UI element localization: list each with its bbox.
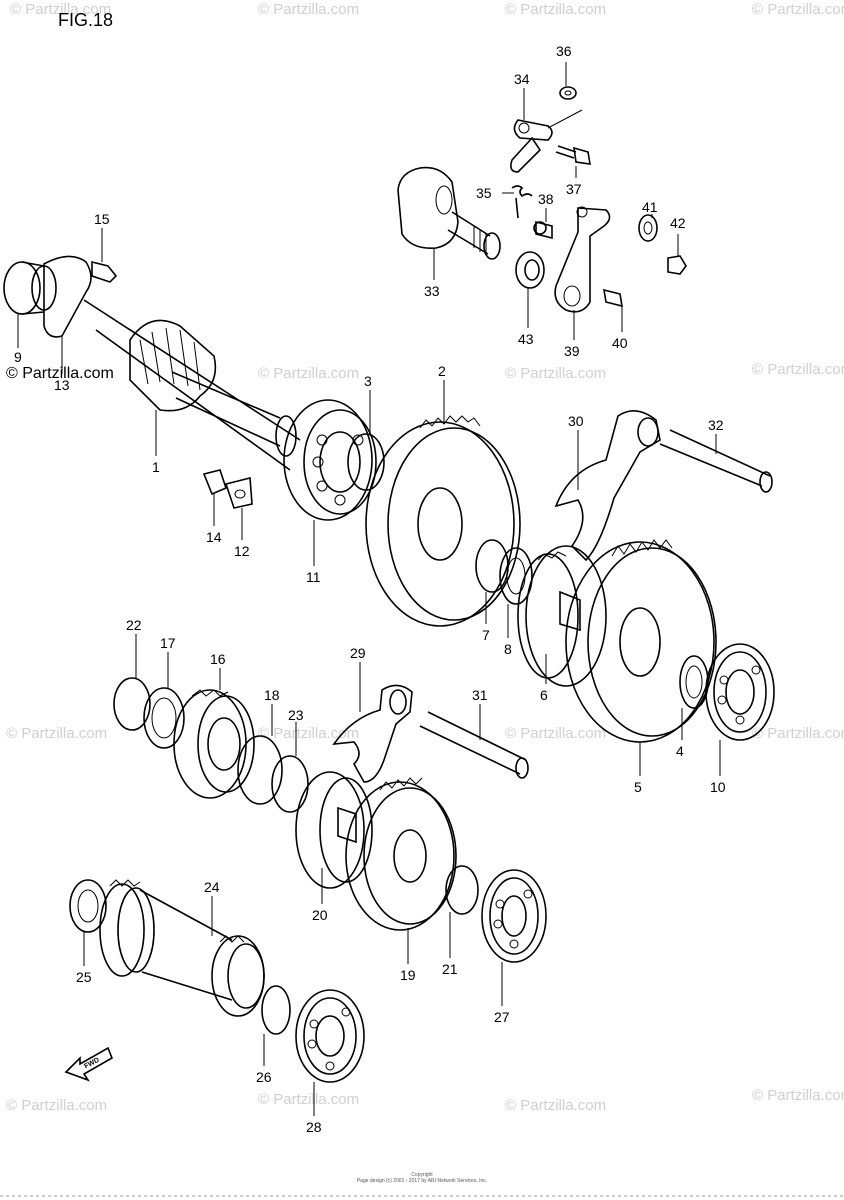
ring-21 [445, 865, 479, 915]
shaft-1 [3, 255, 301, 471]
callout-16: 16 [210, 651, 226, 667]
watermark: © Partzilla.com [752, 361, 844, 378]
bushing-17 [143, 687, 185, 749]
watermarks: © Partzilla.com © Partzilla.com © Partzi… [6, 1, 844, 1114]
fork-shaft-31 [419, 711, 529, 779]
gear-6 [517, 545, 607, 687]
bolt-14-plate-12 [202, 469, 253, 509]
watermark: © Partzilla.com [6, 725, 107, 742]
figure-title: FIG.18 [58, 10, 113, 30]
callout-3: 3 [364, 373, 372, 389]
watermark: © Partzilla.com [505, 1, 606, 18]
bearing-28 [295, 989, 365, 1083]
callout-33: 33 [424, 283, 440, 299]
watermark: © Partzilla.com [752, 1, 844, 18]
callout-14: 14 [206, 529, 222, 545]
collar-3 [347, 433, 385, 491]
shift-fork-29 [332, 684, 413, 783]
callout-38: 38 [538, 191, 554, 207]
callout-25: 25 [76, 969, 92, 985]
callout-42: 42 [670, 215, 686, 231]
callout-4: 4 [676, 743, 684, 759]
shift-fork-30 [554, 410, 661, 562]
callout-40: 40 [612, 335, 628, 351]
callout-22: 22 [126, 617, 142, 633]
callout-13: 13 [54, 377, 70, 393]
callout-19: 19 [400, 967, 416, 983]
callout-37: 37 [566, 181, 582, 197]
callout-23: 23 [288, 707, 304, 723]
watermark: © Partzilla.com [258, 1091, 359, 1108]
circlip-23 [271, 755, 309, 813]
watermark: © Partzilla.com [258, 365, 359, 382]
callout-21: 21 [442, 961, 458, 977]
callout-29: 29 [350, 645, 366, 661]
ring-22 [113, 677, 151, 731]
callout-30: 30 [568, 413, 584, 429]
washer-25 [69, 879, 107, 933]
callout-27: 27 [494, 1009, 510, 1025]
gear-19 [345, 777, 457, 931]
bearing-27 [481, 869, 547, 963]
callout-20: 20 [312, 907, 328, 923]
callout-32: 32 [708, 417, 724, 433]
callout-10: 10 [710, 779, 726, 795]
gearshift-shaft-assembly [91, 86, 687, 313]
shaft-24 [99, 879, 265, 1017]
copyright: Copyright [411, 1172, 433, 1178]
callout-6: 6 [540, 687, 548, 703]
callout-9: 9 [14, 349, 22, 365]
washer-4 [679, 655, 709, 709]
callout-17: 17 [160, 635, 176, 651]
watermark: © Partzilla.com [752, 1087, 844, 1104]
watermark: © Partzilla.com [10, 1, 111, 18]
callout-43: 43 [518, 331, 534, 347]
part-numbers: 1 2 3 4 5 6 7 8 9 10 11 12 13 14 15 16 1… [14, 43, 726, 1135]
gear-16 [173, 689, 255, 799]
callout-1: 1 [152, 459, 160, 475]
gear-2 [365, 415, 521, 627]
callout-24: 24 [204, 879, 220, 895]
watermark: © Partzilla.com [258, 725, 359, 742]
callout-2: 2 [438, 363, 446, 379]
callout-5: 5 [634, 779, 642, 795]
watermark: © Partzilla.com [6, 1097, 107, 1114]
callout-15: 15 [94, 211, 110, 227]
washer-18 [237, 735, 283, 805]
watermark: © Partzilla.com [505, 365, 606, 382]
bearing-10 [705, 643, 775, 741]
callout-35: 35 [476, 185, 492, 201]
watermark: © Partzilla.com [505, 725, 606, 742]
callout-39: 39 [564, 343, 580, 359]
circlip-7-washer-8 [475, 539, 533, 605]
callout-26: 26 [256, 1069, 272, 1085]
leader-lines [17, 62, 721, 1116]
copyright-detail: Page design (c) 2001 - 2017 by ARI Netwo… [357, 1178, 487, 1184]
callout-41: 41 [642, 199, 658, 215]
watermark: © Partzilla.com [6, 365, 114, 382]
bearing-11 [283, 399, 377, 521]
watermark: © Partzilla.com [505, 1097, 606, 1114]
callout-12: 12 [234, 543, 250, 559]
watermark: © Partzilla.com [752, 725, 844, 742]
callout-28: 28 [306, 1119, 322, 1135]
callout-11: 11 [306, 569, 321, 585]
forward-arrow-icon: FWD [64, 1046, 114, 1082]
callout-31: 31 [472, 687, 488, 703]
fork-shaft-32 [659, 429, 773, 493]
callout-7: 7 [482, 627, 490, 643]
gear-20 [295, 771, 373, 889]
watermark: © Partzilla.com [258, 1, 359, 18]
ring-26 [261, 985, 291, 1035]
callout-18: 18 [264, 687, 280, 703]
gear-5 [565, 539, 717, 743]
callout-8: 8 [504, 641, 512, 657]
callout-34: 34 [514, 71, 530, 87]
callout-36: 36 [556, 43, 572, 59]
